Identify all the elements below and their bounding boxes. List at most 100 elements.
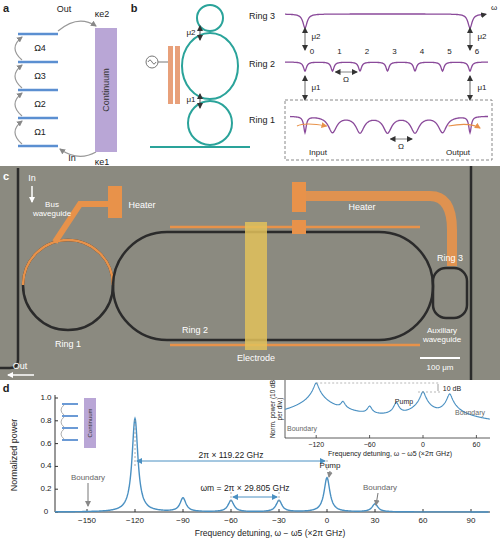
sine-symbol [148,60,156,64]
heater-pad [292,182,306,212]
coupling-arrow [305,76,306,100]
energy-level [18,145,58,148]
continuum-band: Continuum [95,28,117,152]
guide-line [231,492,232,503]
text-label: κe1 [95,158,110,167]
text-label: b [131,3,138,14]
spectrum-curve [285,383,490,419]
text-label: Ω [343,76,349,84]
text-label: μ1 [477,84,486,92]
text-label: Boundary [71,474,105,482]
text-label: Ring 3 [249,12,275,21]
electrode-bar [175,46,180,104]
coupling-arrow [15,37,22,60]
text-label: Ring 2 [249,60,275,69]
tick [327,509,328,512]
continuum-band: Continuum [84,398,96,448]
energy-level [62,427,78,429]
tick [231,509,232,512]
text-label: Ring 2 [182,326,208,335]
text-label: 5 [447,48,451,56]
text-label: 30 [371,517,380,525]
text-label: 0 [421,441,425,448]
text-label: 0.2 [40,485,51,493]
text-label: −90 [176,517,190,525]
chip-photo [0,166,500,380]
text-label: 10 dB [443,385,461,392]
spectrum-line [290,117,488,134]
text-label: 60 [419,517,428,525]
span-arrow [438,384,439,391]
text-label: Heater [348,203,375,212]
pointer-arrow [88,483,89,506]
input-arrow [60,149,96,156]
energy-level [62,439,78,441]
coupling-arrow [200,94,201,108]
energy-level [62,415,78,417]
text-label: 0.4 [40,462,51,470]
ring-resonator [113,232,433,340]
text-label: Input [309,149,327,157]
text-label: −60 [364,441,376,448]
text-label: Pump [395,398,413,405]
text-label: Ω2 [34,100,46,109]
text-label: ω [491,4,497,12]
text-label: 1.0 [40,394,51,402]
spectrum-line [285,62,488,71]
spacing-arrow [336,72,358,73]
text-label: Out [57,5,72,14]
band-label: Continuum [87,408,93,437]
coupling-arrow [61,429,64,439]
text-label: Frequency detuning, ω − ω5 (×2π GHz) [328,450,452,457]
coupling-arrow [15,65,22,88]
text-label: μ2 [477,33,486,41]
coupling-arrow [305,28,306,50]
heater-trace [170,344,420,347]
text-label: 2 [365,48,369,56]
text-label: −30 [272,517,286,525]
input-arrow [31,186,33,202]
text-label: Ω [398,143,404,151]
wire [158,62,168,63]
output-arrow [58,21,96,31]
text-label: 0 [44,508,48,516]
coupling-arrow [61,405,64,415]
electrode-pad [245,222,267,350]
text-label: 60 [472,441,480,448]
bus-waveguide [0,168,18,368]
text-label: μ1 [186,96,195,104]
energy-level [62,403,78,405]
energy-level [18,89,58,92]
text-label: μ2 [311,33,320,41]
text-label: 100 μm [427,364,454,372]
band-label: Continuum [101,68,111,112]
text-label: 0 [310,48,314,56]
scale-bar [420,357,460,359]
text-label: Ring 3 [437,254,463,263]
text-label: −120 [126,517,144,525]
text-label: 2π × 119.22 GHz [198,451,263,460]
text-label: Ω4 [34,44,46,53]
text-label: 0.8 [40,417,51,425]
tick [183,509,184,512]
x-axis [285,438,490,439]
ac-source [146,56,158,68]
coupling-arrow [15,121,22,144]
coupling-arrow [61,417,64,427]
text-label: Ring 1 [249,116,275,125]
pointer-arrow [329,471,330,477]
heater-trace [300,196,452,266]
spectrum-line [285,14,486,28]
heater-trace [23,240,113,285]
energy-level [18,117,58,120]
coupling-arrow [470,76,471,100]
text-label: Electrode [237,354,275,363]
coupling-arrow [470,28,471,50]
text-label: Bus waveguide [26,201,78,219]
text-label: Auxiliary waveguide [413,327,471,345]
text-label: 0 [325,517,329,525]
energy-level [18,61,58,64]
ring-resonator [188,101,232,145]
